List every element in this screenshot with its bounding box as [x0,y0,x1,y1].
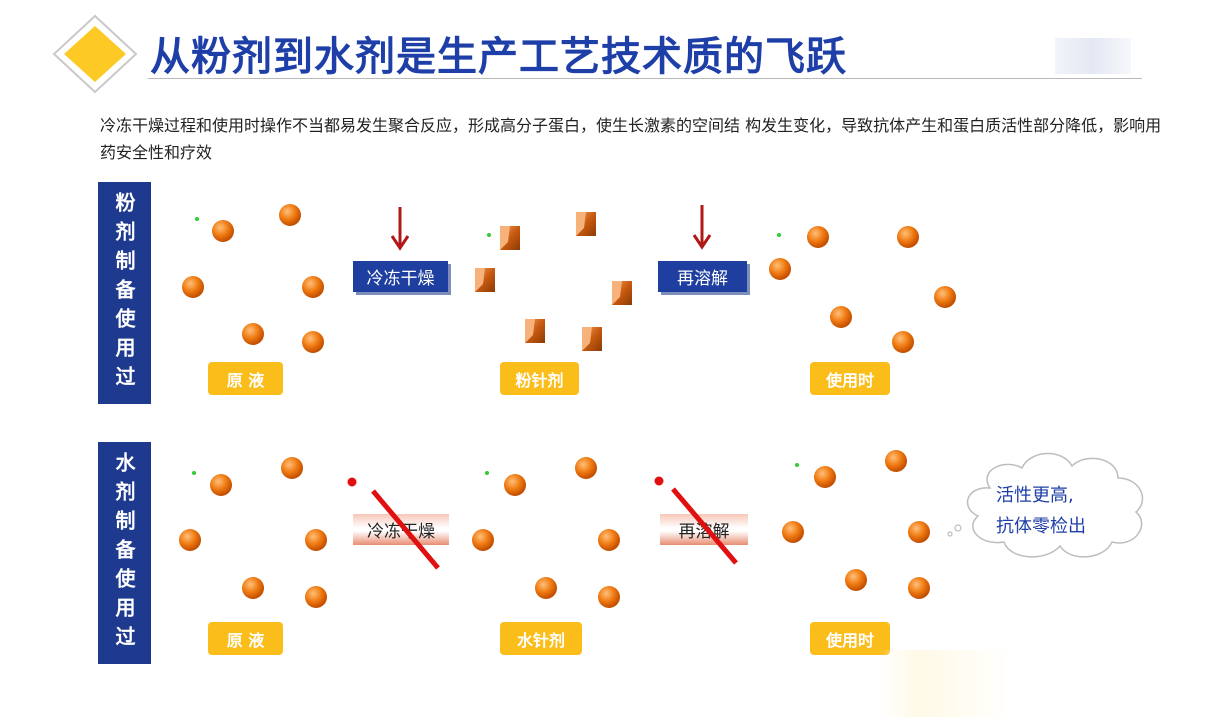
protein-particle [807,226,829,248]
row2-side-label: 水剂制备使用过 [98,442,151,664]
protein-particle [782,521,804,543]
cloud-line-1: 活性更高, [996,485,1074,506]
protein-particle [908,521,930,543]
protein-particle [302,276,324,298]
protein-particle [845,569,867,591]
cloud-shape [947,452,1144,558]
protein-particle [210,474,232,496]
powder-cube [475,268,495,292]
protein-particle [242,323,264,345]
protein-particle [472,529,494,551]
tiny-dot [777,233,781,237]
protein-particle [814,466,836,488]
powder-cube [525,319,545,343]
powder-cube [576,212,596,236]
protein-particle [575,457,597,479]
protein-particle [504,474,526,496]
powder-cube [582,327,602,351]
title-decoration [1055,38,1131,74]
corner-fade [880,650,1207,717]
protein-particle [305,586,327,608]
protein-particle [242,577,264,599]
row1-stage-powder: 粉针剂 [500,362,579,395]
title-underline [148,78,1142,79]
row1-redissolve-box: 再溶解 [658,261,747,292]
protein-particle [897,226,919,248]
row2-redissolve-box: 再溶解 [660,514,748,545]
protein-particle [179,529,201,551]
cloud-line-2: 抗体零检出 [996,516,1086,537]
row1-redissolve-arrow [692,205,712,250]
row2-stage-water: 水针剂 [500,622,582,655]
row1-powder-particles [475,212,632,351]
row2-stage-liquid: 原 液 [208,622,283,655]
protein-particle [885,450,907,472]
row1-stage-liquid: 原 液 [208,362,283,395]
protein-particle [934,286,956,308]
protein-particle [182,276,204,298]
title-diamond-logo [52,14,138,94]
tiny-dot [487,233,491,237]
row2-redissolve-strike [654,476,738,565]
protein-particle [302,331,324,353]
protein-particle [598,529,620,551]
tiny-dot [485,471,489,475]
row2-freeze-dry-box: 冷冻干燥 [353,514,449,545]
protein-particle [598,586,620,608]
row1-use-particles [769,226,956,353]
row2-water-particles [472,457,620,608]
row1-liquid-particles [182,204,324,353]
powder-cube [500,226,520,250]
tiny-dot [192,471,196,475]
tiny-dot [195,217,199,221]
protein-particle [281,457,303,479]
protein-particle [305,529,327,551]
tiny-dot [795,463,799,467]
protein-particle [908,577,930,599]
protein-particle [769,258,791,280]
row2-freeze-strike [347,477,440,570]
protein-particle [212,220,234,242]
row1-freeze-dry-box: 冷冻干燥 [353,261,448,292]
row1-side-label: 粉剂制备使用过 [98,182,151,404]
row2-liquid-particles [179,457,327,608]
page-title: 从粉剂到水剂是生产工艺技术质的飞跃 [150,34,847,80]
row1-freeze-arrow [390,207,410,251]
row2-use-particles [782,450,930,599]
description-text: 冷冻干燥过程和使用时操作不当都易发生聚合反应，形成高分子蛋白，使生长激素的空间结… [100,116,1162,162]
protein-particle [892,331,914,353]
row1-stage-use: 使用时 [810,362,890,395]
row2-stage-use: 使用时 [810,622,890,655]
cloud-text: 活性更高, 抗体零检出 [996,480,1086,542]
protein-particle [830,306,852,328]
protein-particle [279,204,301,226]
powder-cube [612,281,632,305]
protein-particle [535,577,557,599]
